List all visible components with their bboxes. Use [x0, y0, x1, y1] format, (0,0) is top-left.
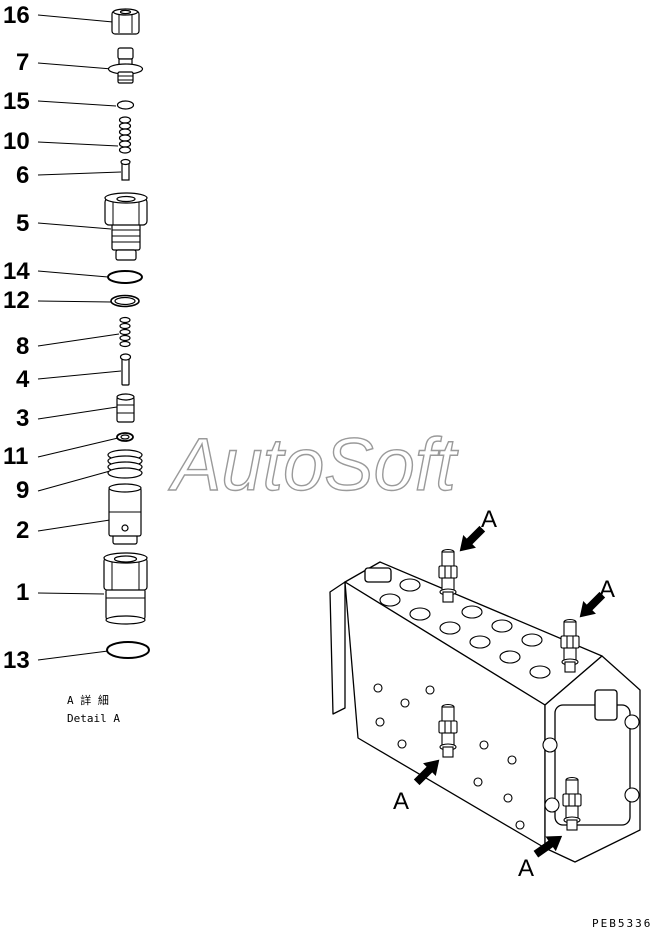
leader-line	[37, 406, 118, 420]
part-16-nut	[111, 8, 140, 35]
control-valve-assembly: A A A A	[329, 506, 641, 882]
view-label-a: A	[481, 506, 497, 533]
callout-label: 9	[16, 477, 29, 504]
leader-line	[37, 370, 122, 380]
part-7-plug	[107, 47, 144, 84]
part-2-piston	[108, 483, 142, 545]
callout-label: 11	[3, 443, 28, 470]
callout-5: 5	[16, 210, 112, 237]
leader-line	[37, 333, 120, 347]
valve-end-bolts	[542, 714, 640, 813]
part-12-backup-ring	[110, 294, 140, 308]
leader-line	[37, 519, 111, 532]
part-13-o-ring	[106, 641, 150, 659]
callout-label: 16	[3, 2, 30, 29]
valve-cartridge	[562, 776, 582, 831]
leader-line	[37, 300, 112, 303]
callout-label: 7	[16, 49, 29, 76]
callout-8: 8	[16, 333, 120, 360]
callout-9: 9	[16, 470, 111, 504]
leader-line	[37, 100, 117, 107]
view-label-a: A	[518, 855, 534, 882]
callout-13: 13	[3, 647, 109, 674]
leader-line	[37, 270, 109, 278]
callout-11: 11	[3, 437, 119, 470]
valve-front-holes	[373, 683, 525, 830]
callout-label: 12	[3, 287, 30, 314]
callout-label: 3	[16, 405, 29, 432]
callout-label: 4	[16, 366, 30, 393]
part-10-spring	[118, 116, 132, 154]
callout-label: 5	[16, 210, 29, 237]
callout-label: 6	[16, 162, 29, 189]
part-15-ring	[116, 100, 135, 110]
leader-line	[37, 62, 113, 70]
callout-label: 1	[16, 579, 29, 606]
callout-label: 15	[3, 88, 30, 115]
leader-line	[37, 141, 119, 147]
part-8-spring	[119, 316, 131, 348]
valve-cartridge	[438, 548, 458, 603]
part-11-ring	[116, 432, 134, 442]
part-4-pin	[119, 353, 132, 386]
leader-line	[37, 222, 112, 230]
view-label-a: A	[393, 788, 409, 815]
part-1-housing	[103, 552, 148, 625]
callout-1: 1	[16, 579, 105, 606]
detail-caption-en: Detail A	[67, 712, 120, 725]
valve-top-tab	[364, 567, 392, 583]
leader-line	[37, 592, 105, 595]
callout-6: 6	[16, 162, 122, 189]
callout-label: 14	[3, 258, 30, 285]
valve-cartridge	[438, 703, 458, 758]
leader-line	[37, 437, 119, 458]
callout-label: 10	[3, 128, 30, 155]
part-14-o-ring	[107, 270, 143, 284]
callout-10: 10	[3, 128, 119, 155]
callout-14: 14	[3, 258, 109, 285]
valve-top-ports	[379, 578, 551, 679]
callout-label: 2	[16, 517, 29, 544]
callout-label: 8	[16, 333, 29, 360]
callout-4: 4	[16, 366, 122, 393]
callout-7: 7	[16, 49, 113, 76]
valve-cartridge	[560, 618, 580, 673]
drawing-code: PEB5336	[592, 917, 652, 930]
leader-line	[37, 650, 109, 661]
watermark-text: AutoSoft	[168, 423, 459, 506]
part-3-sleeve	[116, 393, 135, 423]
part-6-pin	[120, 158, 131, 181]
valve-left-flange	[329, 581, 346, 715]
callout-3: 3	[16, 405, 118, 432]
valve-end-boss	[594, 689, 618, 721]
callout-15: 15	[3, 88, 117, 115]
part-5-body	[104, 192, 148, 261]
detail-caption-jp: A 詳 細	[67, 693, 109, 707]
leader-line	[37, 470, 111, 492]
callout-label: 13	[3, 647, 30, 674]
callout-16: 16	[3, 2, 114, 29]
part-9-spring	[107, 449, 143, 479]
callout-2: 2	[16, 517, 111, 544]
view-label-a: A	[599, 576, 615, 603]
callout-12: 12	[3, 287, 112, 314]
leader-line	[37, 14, 114, 23]
leader-line	[37, 171, 122, 176]
